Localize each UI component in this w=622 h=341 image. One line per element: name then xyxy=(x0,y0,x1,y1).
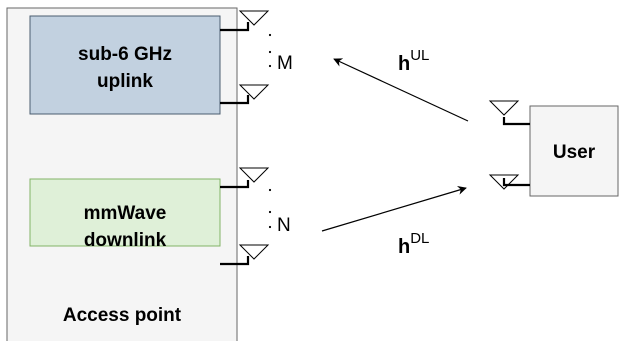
downlink-antenna-count: N xyxy=(277,215,291,236)
downlink-antenna-top xyxy=(220,167,270,189)
downlink-channel-arrow xyxy=(321,186,467,232)
user-antenna-top xyxy=(488,100,530,126)
downlink-box-line1: mmWave xyxy=(84,203,167,224)
downlink-antenna-dots xyxy=(268,188,272,229)
uplink-channel-sup: UL xyxy=(410,47,429,64)
downlink-channel-label: hDL xyxy=(398,230,429,258)
uplink-channel-arrow xyxy=(333,58,469,122)
uplink-antenna-count: M xyxy=(277,53,293,74)
user-box xyxy=(529,105,619,197)
uplink-antenna-dots xyxy=(268,33,272,68)
downlink-box xyxy=(29,178,221,247)
downlink-antenna-bottom xyxy=(220,244,270,266)
uplink-box xyxy=(29,15,221,115)
access-point-label: Access point xyxy=(63,305,182,326)
uplink-box-line2: uplink xyxy=(97,71,153,92)
uplink-antenna-top xyxy=(220,10,270,32)
uplink-box-line1: sub-6 GHz xyxy=(78,44,172,65)
uplink-channel-base: h xyxy=(398,53,410,75)
downlink-channel-sup: DL xyxy=(410,230,429,247)
uplink-antenna-bottom xyxy=(220,84,270,105)
user-antenna-bottom xyxy=(488,174,530,190)
uplink-channel-label: hUL xyxy=(398,47,429,75)
user-box-label: User xyxy=(553,142,596,163)
downlink-channel-base: h xyxy=(398,236,410,258)
downlink-box-line2: downlink xyxy=(84,230,167,251)
